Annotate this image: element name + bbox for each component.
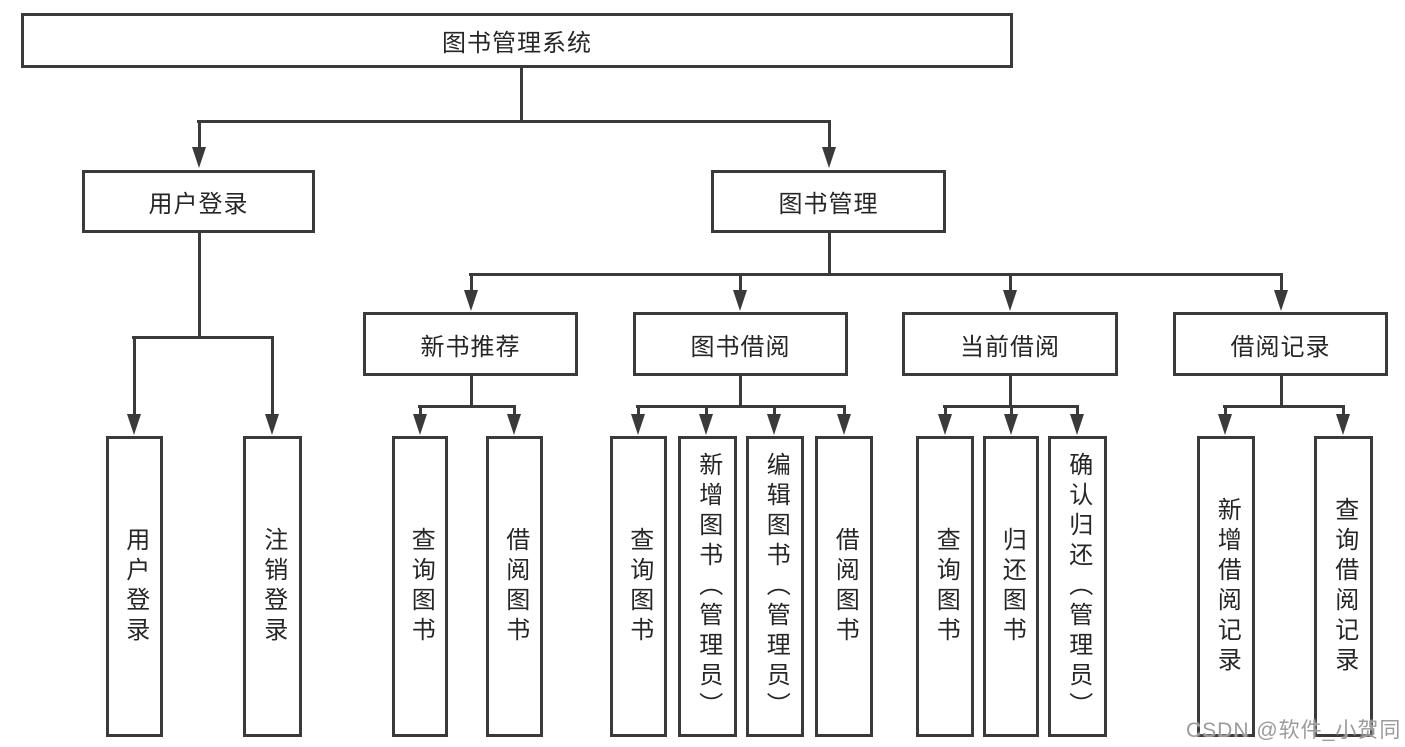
leaf-query-borrow-record: 查询借阅记录 [1314, 436, 1373, 737]
node-new-book-recommend: 新书推荐 [363, 312, 578, 376]
connector-line [419, 405, 422, 414]
arrowhead [413, 414, 427, 435]
connector-line [1223, 405, 1344, 408]
connector-line [1010, 405, 1013, 414]
arrowhead [265, 414, 279, 435]
node-current-borrow: 当前借阅 [902, 312, 1118, 376]
connector-line [739, 376, 742, 405]
arrowhead [1336, 414, 1350, 435]
connector-line [1009, 273, 1012, 290]
arrowhead [507, 414, 521, 435]
connector-line [828, 233, 831, 273]
arrowhead [1218, 414, 1232, 435]
arrowhead [733, 290, 747, 311]
node-book-borrow: 图书借阅 [633, 312, 848, 376]
connector-line [418, 405, 515, 408]
connector-line [1280, 376, 1283, 405]
arrowhead [837, 414, 851, 435]
connector-line [773, 405, 776, 414]
connector-line [470, 376, 473, 405]
connector-line [828, 120, 831, 147]
connector-line [843, 405, 846, 414]
connector-line [197, 120, 831, 123]
connector-line [739, 273, 742, 290]
leaf-add-borrow-record: 新增借阅记录 [1197, 436, 1255, 737]
arrowhead [192, 147, 206, 168]
arrowhead [938, 414, 952, 435]
arrowhead [631, 414, 645, 435]
arrowhead [1003, 290, 1017, 311]
arrowhead [1070, 414, 1084, 435]
connector-line [469, 273, 1282, 276]
connector-line [1224, 405, 1227, 414]
connector-line [944, 405, 947, 414]
connector-line [705, 405, 708, 414]
node-borrow-records: 借阅记录 [1173, 312, 1388, 376]
arrowhead [1004, 414, 1018, 435]
connector-line [133, 336, 136, 414]
connector-line [1009, 376, 1012, 405]
arrowhead [1274, 290, 1288, 311]
node-user-login: 用户登录 [82, 170, 315, 233]
leaf-return-books: 归还图书 [983, 436, 1039, 737]
arrowhead [464, 290, 478, 311]
connector-line [636, 405, 845, 408]
leaf-user-login: 用户登录 [106, 436, 163, 737]
connector-line [470, 273, 473, 290]
arrowhead [822, 147, 836, 168]
connector-line [513, 405, 516, 414]
connector-line [271, 336, 274, 414]
leaf-logout: 注销登录 [243, 436, 302, 737]
arrowhead [767, 414, 781, 435]
leaf-current-query-books: 查询图书 [916, 436, 974, 737]
node-root: 图书管理系统 [21, 13, 1013, 68]
connector-line [1342, 405, 1345, 414]
connector-line [1076, 405, 1079, 414]
connector-line [198, 120, 201, 147]
leaf-recommend-borrow-books: 借阅图书 [486, 436, 543, 737]
arrowhead [127, 414, 141, 435]
connector-line [198, 233, 201, 336]
connector-line [637, 405, 640, 414]
leaf-confirm-return-admin: 确认归还（管理员） [1048, 436, 1107, 737]
leaf-recommend-query-books: 查询图书 [392, 436, 448, 737]
node-book-management: 图书管理 [711, 170, 946, 233]
leaf-edit-books-admin: 编辑图书（管理员） [746, 436, 804, 737]
leaf-add-books-admin: 新增图书（管理员） [678, 436, 737, 737]
arrowhead [699, 414, 713, 435]
leaf-borrow-books: 借阅图书 [815, 436, 873, 737]
connector-line [520, 68, 523, 120]
csdn-watermark: CSDN @软件_小贺同学 [1186, 719, 1402, 742]
connector-line [132, 336, 273, 339]
connector-line [1280, 273, 1283, 290]
leaf-borrow-query-books: 查询图书 [610, 436, 667, 737]
